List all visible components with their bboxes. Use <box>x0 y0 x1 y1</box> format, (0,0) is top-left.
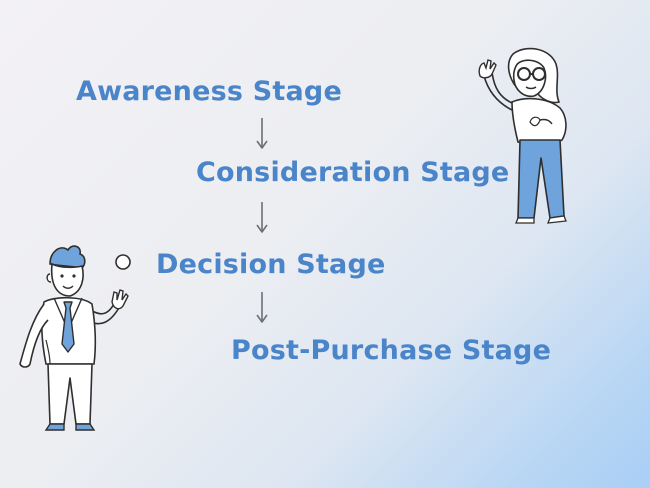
man-head <box>46 262 84 297</box>
man-jacket <box>19 296 97 368</box>
man-waving-juggling-ball-illustration <box>19 245 131 431</box>
flow-arrow-1 <box>256 118 268 149</box>
stage-awareness: Awareness Stage <box>76 76 342 107</box>
man-blue-tie <box>61 301 75 353</box>
flow-arrow-2 <box>256 202 268 233</box>
woman-blue-pants <box>515 139 567 224</box>
woman-torso <box>511 97 567 145</box>
stage-consideration: Consideration Stage <box>196 157 510 188</box>
woman-waving-arm <box>478 59 515 111</box>
flow-arrow-3 <box>256 292 268 323</box>
woman-head <box>512 59 547 98</box>
stage-decision: Decision Stage <box>156 249 386 280</box>
man-trousers <box>44 363 96 431</box>
floating-ball <box>115 254 131 270</box>
man-waving-arm <box>89 289 129 325</box>
woman-waving-illustration <box>478 47 567 224</box>
stage-post-purchase: Post-Purchase Stage <box>231 335 552 366</box>
